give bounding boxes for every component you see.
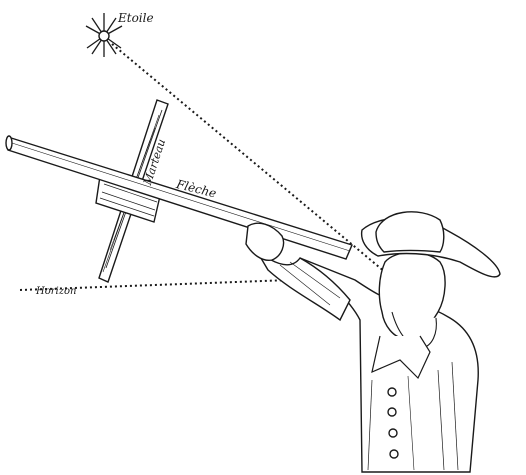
horizon-label: Horizon [36,287,76,297]
star-label: Etoile [118,12,154,24]
observer-figure [246,212,500,472]
fleche-staff [6,136,352,259]
star-icon [86,13,122,57]
